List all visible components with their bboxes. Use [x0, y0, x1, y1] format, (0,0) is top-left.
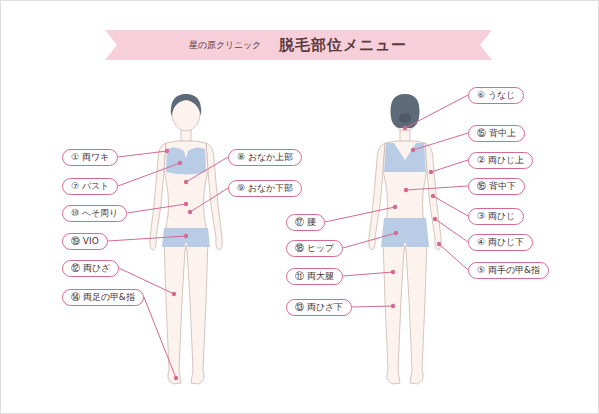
part-name: ⑨ おなか下部	[237, 183, 293, 194]
part-name: ⑭ 両足の甲&指	[71, 292, 135, 303]
leader-line	[190, 188, 228, 212]
part-label: ⑤ 両手の甲&指	[468, 262, 549, 279]
leader-dot	[174, 376, 178, 380]
part-name: ⑥ うなじ	[477, 90, 515, 101]
part-name: ⑫ 両ひざ	[71, 263, 110, 274]
title-ribbon	[105, 30, 492, 60]
leader-dot	[391, 270, 395, 274]
part-label: ⑨ おなか下部	[228, 180, 302, 197]
part-name: ⑤ 両手の甲&指	[477, 265, 540, 276]
leader-dot	[184, 234, 188, 238]
leader-dot	[172, 292, 176, 296]
leader-line	[325, 207, 395, 222]
leader-line	[144, 297, 176, 378]
leader-dot	[394, 231, 398, 235]
part-label: ⑦ バスト	[62, 178, 118, 195]
leader-dot	[437, 242, 441, 246]
leader-line	[406, 186, 468, 190]
leader-dot	[433, 217, 437, 221]
part-label: ① 両ワキ	[62, 149, 118, 166]
part-label: ⑮ 背中上	[468, 125, 525, 142]
back-figure	[369, 94, 441, 384]
part-label: ③ 両ひじ	[468, 208, 524, 225]
part-label: ⑭ 両足の甲&指	[62, 289, 144, 306]
part-label: ⑫ 両ひざ	[62, 260, 119, 277]
leader-line	[108, 236, 186, 241]
leader-line	[118, 151, 167, 157]
leader-line	[413, 133, 468, 150]
leader-line	[118, 163, 180, 186]
part-name: ⑮ 背中上	[477, 128, 516, 139]
part-label: ⑧ おなか上部	[228, 149, 302, 166]
part-label: ⑱ ヒップ	[286, 240, 343, 257]
leader-dot	[429, 170, 433, 174]
part-name: ② 両ひじ上	[477, 155, 524, 166]
part-name: ⑦ バスト	[71, 181, 109, 192]
part-name: ⑲ VIO	[71, 236, 99, 247]
part-name: ⑪ 両大腿	[295, 271, 334, 282]
leader-line	[352, 306, 393, 307]
part-name: ⑧ おなか上部	[237, 152, 293, 163]
leader-dot	[404, 188, 408, 192]
leader-dot	[391, 304, 395, 308]
part-name: ④ 両ひじ下	[477, 237, 524, 248]
leader-dot	[184, 180, 188, 184]
part-name: ⑱ ヒップ	[295, 243, 334, 254]
part-label: ⑥ うなじ	[468, 87, 524, 104]
part-label: ⑩ へそ周り	[62, 205, 127, 222]
leader-dot	[188, 210, 192, 214]
leader-line	[433, 196, 468, 216]
leader-line	[127, 204, 186, 213]
leader-dot	[411, 148, 415, 152]
leader-dot	[403, 126, 407, 130]
leader-dot	[431, 194, 435, 198]
part-label: ⑰ 腰	[286, 214, 325, 231]
leader-dot	[393, 205, 397, 209]
part-label: ⑪ 両大腿	[286, 268, 343, 285]
part-label: ⑯ 背中下	[468, 178, 525, 195]
leader-line	[431, 160, 468, 172]
page-title: 脱毛部位メニュー	[279, 36, 407, 55]
leader-line	[439, 244, 468, 270]
leader-dot	[184, 202, 188, 206]
leader-line	[435, 219, 468, 242]
part-name: ⑰ 腰	[295, 217, 316, 228]
part-label: ⑲ VIO	[62, 233, 108, 250]
part-name: ⑩ へそ周り	[71, 208, 118, 219]
part-name: ① 両ワキ	[71, 152, 109, 163]
leader-dot	[165, 149, 169, 153]
part-label: ② 両ひじ上	[468, 152, 533, 169]
leader-line	[343, 233, 396, 248]
part-name: ③ 両ひじ	[477, 211, 515, 222]
part-name: ⑯ 背中下	[477, 181, 516, 192]
leader-line	[186, 157, 228, 182]
leader-line	[405, 95, 468, 128]
part-label: ⑬ 両ひざ下	[286, 299, 352, 316]
clinic-name: 星の原クリニック	[189, 39, 261, 52]
part-label: ④ 両ひじ下	[468, 234, 533, 251]
leader-line	[343, 272, 393, 276]
leader-dot	[178, 161, 182, 165]
part-name: ⑬ 両ひざ下	[295, 302, 343, 313]
title-banner: 星の原クリニック 脱毛部位メニュー	[118, 30, 478, 60]
